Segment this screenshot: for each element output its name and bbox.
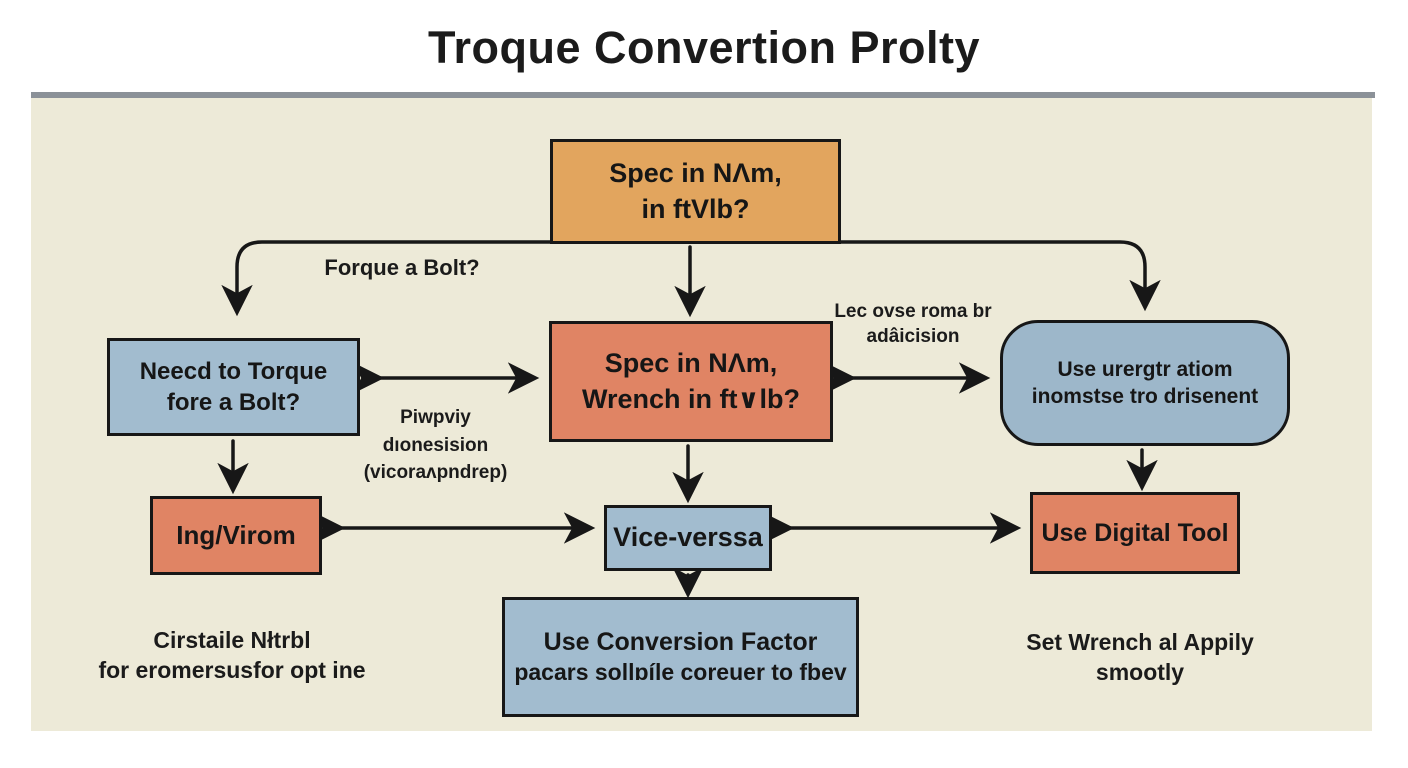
node-text-line: Ing/Virom [176, 519, 296, 550]
node-text-line: Use urergtr atiom [1057, 357, 1233, 381]
node-text-line: Spec in NΛm, [609, 158, 782, 189]
node-ing-virom: Ing/Virom [150, 496, 322, 575]
caption-cirstaile: Cirstaile Nłtrbl for eromersusfor opt in… [57, 626, 407, 686]
edge-label-forque-a-bolt: Forque a Bolt? [297, 254, 507, 283]
label-text-line: adâicision [866, 325, 960, 347]
label-text-line: for eromersusfor opt ine [98, 656, 366, 683]
node-spec-wrench: Spec in NΛm, Wrench in ft∨lb? [549, 321, 833, 442]
node-text-line: fore a Bolt? [166, 389, 301, 416]
node-text-line: Neecd to Torque [139, 357, 328, 385]
title-divider-bar [31, 92, 1375, 98]
edge-label-piwpviy: Piwpviy dıonesision (vicoraʌpndrep) [328, 404, 543, 487]
label-text-line: Piwpviy [400, 407, 471, 428]
node-text-line: pacars sollɒíle coreuer to fbev [514, 659, 847, 686]
node-vice-verssa: Vice-verssa [604, 505, 772, 571]
label-text-line: (vicoraʌpndrep) [363, 462, 508, 484]
node-text-line: Use Digital Tool [1041, 518, 1229, 547]
node-need-to-torque: Neecd to Torque fore a Bolt? [107, 338, 360, 436]
node-use-conversion-factor: Use Conversion Factor pacars sollɒíle co… [502, 597, 859, 717]
caption-set-wrench: Set Wrench al Appily smootly [965, 628, 1315, 688]
page-title: Troque Convertion Prolty [427, 22, 981, 73]
node-text-line: Spec in NΛm, [604, 348, 778, 379]
node-text-line: Vice-verssa [613, 522, 763, 553]
label-text-line: Lec ovse roma br [834, 301, 992, 322]
node-use-urergtr: Use urergtr atiom inomstse tro drisenent [1000, 320, 1290, 446]
label-text-line: smootly [1095, 658, 1185, 685]
label-text-line: Forque a Bolt? [324, 255, 480, 280]
node-spec-question-top: Spec in NΛm, in ftVlb? [550, 139, 841, 244]
node-text-line: inomstse tro drisenent [1031, 385, 1259, 408]
edge-label-lec-ovse: Lec ovse roma br adâicision [818, 300, 1008, 349]
node-text-line: Use Conversion Factor [543, 627, 818, 656]
label-text-line: dıonesision [382, 434, 489, 456]
label-text-line: Set Wrench al Appily [1026, 629, 1254, 655]
label-text-line: Cirstaile Nłtrbl [153, 627, 311, 653]
node-use-digital-tool: Use Digital Tool [1030, 492, 1240, 574]
node-text-line: in ftVlb? [641, 193, 750, 224]
node-text-line: Wrench in ft∨lb? [582, 383, 800, 414]
